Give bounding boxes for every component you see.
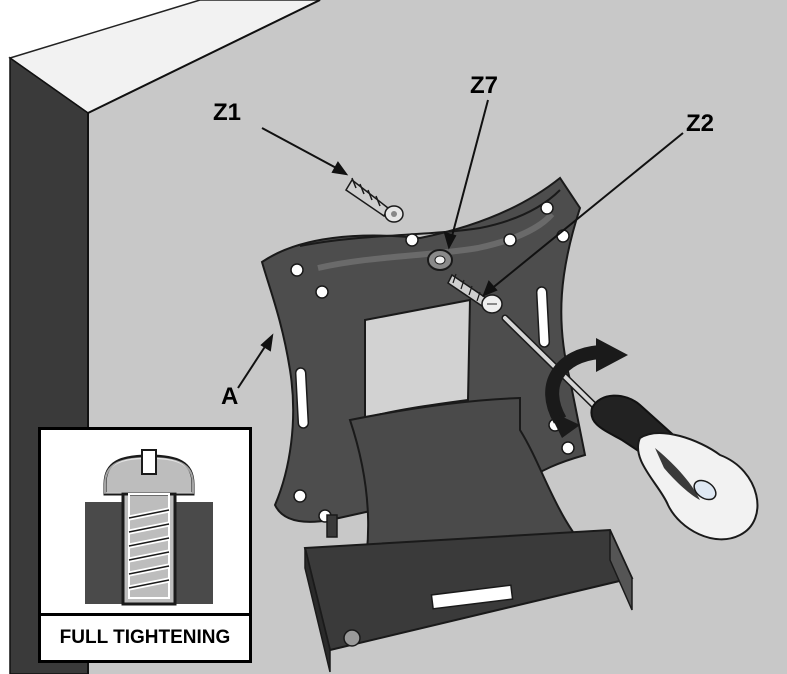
- bracket-arm: [303, 396, 634, 673]
- leader-lines: [237, 99, 684, 389]
- washer-z7: [427, 249, 453, 271]
- callout-a: A: [221, 383, 239, 410]
- callout-z7: Z7: [470, 72, 499, 99]
- rotation-arrow-icon: [545, 338, 628, 438]
- screw-z2: [447, 273, 503, 314]
- inset-caption: FULL TIGHTENING: [41, 613, 249, 660]
- screw-fully-tightened-icon: [85, 449, 213, 606]
- callout-z1: Z1: [213, 99, 242, 126]
- screwdriver: [501, 314, 759, 541]
- full-tightening-inset: FULL TIGHTENING: [38, 427, 252, 663]
- anchor-screw-z1: [344, 177, 404, 223]
- callout-z2: Z2: [686, 110, 715, 137]
